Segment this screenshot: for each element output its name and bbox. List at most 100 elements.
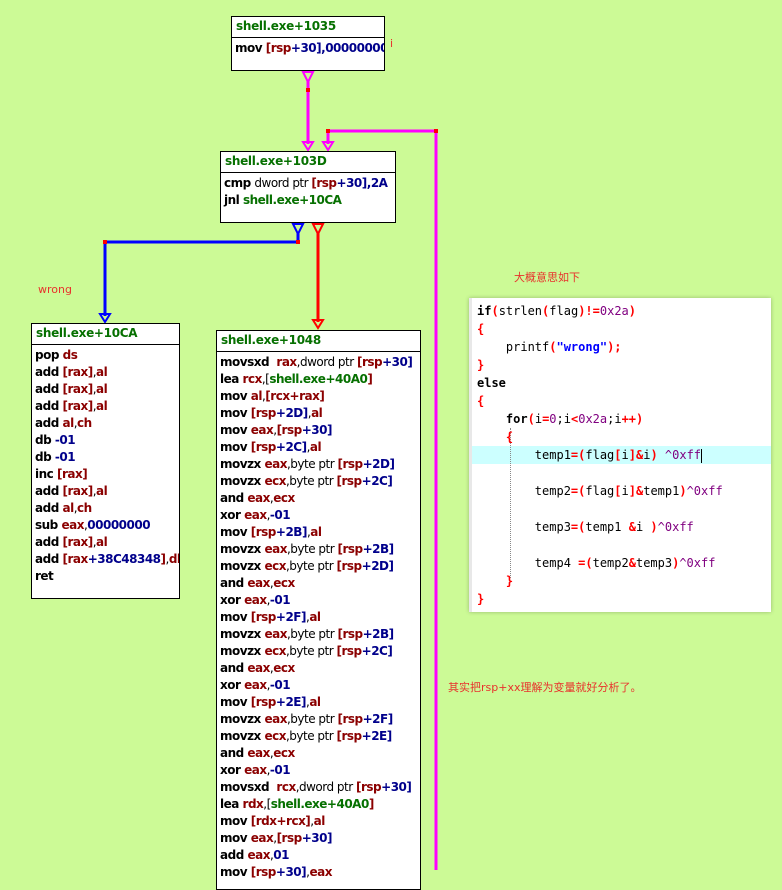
asm-line[interactable]: ret: [35, 568, 176, 585]
asm-line[interactable]: movzx ecx,byte ptr [rsp+2C]: [220, 473, 417, 490]
asm-line[interactable]: mov [rsp+30],eax: [220, 864, 417, 881]
asm-line[interactable]: movzx eax,byte ptr [rsp+2D]: [220, 456, 417, 473]
asm-line[interactable]: cmp dword ptr [rsp+30],2A: [224, 175, 392, 192]
asm-line[interactable]: movsxd rax,dword ptr [rsp+30]: [220, 354, 417, 371]
asm-line[interactable]: pop ds: [35, 347, 176, 364]
block-shell-1048[interactable]: shell.exe+1048 movsxd rax,dword ptr [rsp…: [216, 330, 421, 890]
code-token: i: [643, 448, 651, 462]
asm-line[interactable]: add [rax],al: [35, 364, 176, 381]
asm-line[interactable]: inc [rax]: [35, 466, 176, 483]
code-line[interactable]: }: [477, 356, 484, 374]
asm-line[interactable]: movsxd rcx,dword ptr [rsp+30]: [220, 779, 417, 796]
asm-token: mov: [220, 610, 251, 624]
asm-line[interactable]: lea rdx,[shell.exe+40A0]: [220, 796, 417, 813]
code-line[interactable]: for(i=0;i<0x2a;i++): [477, 410, 643, 428]
code-line[interactable]: {: [477, 428, 513, 446]
code-token: temp3: [635, 556, 673, 570]
asm-line[interactable]: add [rax],al: [35, 534, 176, 551]
asm-line[interactable]: mov [rsp+2B],al: [220, 524, 417, 541]
asm-token: xor: [220, 593, 245, 607]
code-line[interactable]: else: [477, 374, 506, 392]
asm-line[interactable]: mov [rsp+2D],al: [220, 405, 417, 422]
asm-line[interactable]: add [rax],al: [35, 381, 176, 398]
asm-line[interactable]: lea rcx,[shell.exe+40A0]: [220, 371, 417, 388]
asm-line[interactable]: xor eax,-01: [220, 762, 417, 779]
asm-token: eax: [309, 865, 332, 879]
asm-token: mov: [220, 831, 251, 845]
code-token: }: [477, 592, 485, 606]
asm-line[interactable]: xor eax,-01: [220, 677, 417, 694]
asm-token: ,: [92, 399, 97, 413]
code-token: [477, 412, 506, 426]
asm-token: eax: [247, 576, 270, 590]
asm-token: lea: [220, 372, 243, 386]
code-line[interactable]: temp1=(flag[i]&i) ^0xff: [477, 446, 703, 464]
asm-line[interactable]: movzx ecx,byte ptr [rsp+2E]: [220, 728, 417, 745]
asm-line[interactable]: xor eax,-01: [220, 507, 417, 524]
code-line[interactable]: printf("wrong");: [477, 338, 622, 356]
asm-line[interactable]: add [rax],al: [35, 483, 176, 500]
code-token: (: [542, 304, 550, 318]
asm-line[interactable]: jnl shell.exe+10CA: [224, 192, 392, 209]
asm-line[interactable]: mov [rsp+30],00000000: [235, 40, 384, 57]
asm-token: [rsp: [336, 559, 363, 573]
block-shell-103D[interactable]: shell.exe+103D cmp dword ptr [rsp+30],2A…: [220, 151, 396, 223]
asm-token: mov: [235, 41, 266, 55]
asm-token: [rax]: [62, 399, 93, 413]
asm-line[interactable]: movzx eax,byte ptr [rsp+2B]: [220, 541, 417, 558]
asm-token: 01: [273, 848, 289, 862]
asm-token: ,: [266, 763, 271, 777]
asm-token: ,: [269, 848, 274, 862]
code-line[interactable]: if(strlen(flag)!=0x2a): [477, 302, 636, 320]
asm-token: mov: [220, 406, 251, 420]
asm-token: sub: [35, 518, 62, 532]
asm-line[interactable]: xor eax,-01: [220, 592, 417, 609]
code-line[interactable]: }: [477, 572, 513, 590]
code-line[interactable]: {: [477, 320, 484, 338]
asm-token: al: [96, 382, 108, 396]
code-token: ): [636, 412, 644, 426]
asm-token: ,: [310, 814, 314, 828]
code-line[interactable]: temp4 =(temp2&temp3)^0xff: [477, 554, 716, 572]
asm-token: add: [35, 399, 63, 413]
asm-line[interactable]: db -01: [35, 449, 176, 466]
asm-line[interactable]: movzx ecx,byte ptr [rsp+2C]: [220, 643, 417, 660]
asm-token: inc: [35, 467, 57, 481]
asm-token: movzx: [220, 474, 265, 488]
asm-line[interactable]: movzx ecx,byte ptr [rsp+2D]: [220, 558, 417, 575]
asm-token: [rsp: [336, 644, 363, 658]
asm-line[interactable]: sub eax,00000000: [35, 517, 176, 534]
asm-line[interactable]: mov [rsp+2F],al: [220, 609, 417, 626]
asm-line[interactable]: add [rax+38C48348],dl: [35, 551, 179, 568]
code-line[interactable]: }: [477, 590, 484, 608]
code-token: i: [621, 484, 629, 498]
pseudocode-panel[interactable]: if(strlen(flag)!=0x2a){ printf("wrong");…: [469, 298, 771, 612]
asm-line[interactable]: mov eax,[rsp+30]: [220, 422, 417, 439]
asm-line[interactable]: mov [rsp+2E],al: [220, 694, 417, 711]
asm-line[interactable]: add eax,01: [220, 847, 417, 864]
code-line[interactable]: temp3=(temp1 &i )^0xff: [477, 518, 694, 536]
asm-token: ,byte ptr: [286, 712, 338, 726]
asm-line[interactable]: add al,ch: [35, 415, 176, 432]
asm-line[interactable]: and eax,ecx: [220, 745, 417, 762]
asm-line[interactable]: db -01: [35, 432, 176, 449]
asm-line[interactable]: mov [rdx+rcx],al: [220, 813, 417, 830]
asm-line[interactable]: and eax,ecx: [220, 575, 417, 592]
asm-line[interactable]: add al,ch: [35, 500, 176, 517]
asm-line[interactable]: add [rax],al: [35, 398, 176, 415]
code-token: if: [477, 304, 492, 318]
code-line[interactable]: {: [477, 392, 484, 410]
asm-line[interactable]: mov [rsp+2C],al: [220, 439, 417, 456]
asm-token: -01: [269, 593, 291, 607]
code-line[interactable]: temp2=(flag[i]&temp1)^0xff: [477, 482, 723, 500]
code-token: ): [650, 520, 658, 534]
asm-line[interactable]: movzx eax,byte ptr [rsp+2F]: [220, 711, 417, 728]
block-shell-1035[interactable]: shell.exe+1035 mov [rsp+30],00000000: [231, 16, 385, 71]
asm-line[interactable]: mov eax,[rsp+30]: [220, 830, 417, 847]
asm-line[interactable]: and eax,ecx: [220, 660, 417, 677]
asm-line[interactable]: mov al,[rcx+rax]: [220, 388, 417, 405]
asm-line[interactable]: and eax,ecx: [220, 490, 417, 507]
asm-line[interactable]: movzx eax,byte ptr [rsp+2B]: [220, 626, 417, 643]
arrow-up-icon: [311, 223, 325, 237]
